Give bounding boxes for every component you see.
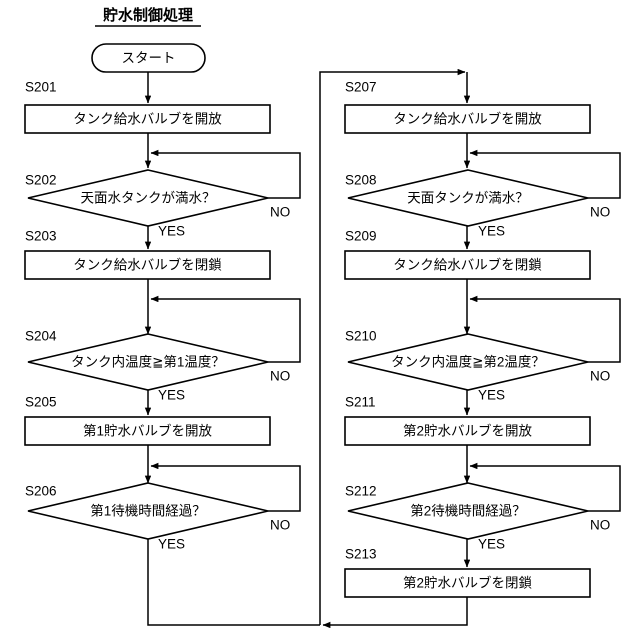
node-s202[interactable]: S202 天面水タンクが満水？ NO YES xyxy=(25,169,290,239)
s210-yes-label: YES xyxy=(478,388,505,403)
s210-no-label: NO xyxy=(590,369,610,384)
step-id-s207: S207 xyxy=(345,80,377,95)
node-s205[interactable]: S205 第1貯水バルブを開放 xyxy=(24,395,271,446)
connectors-return-bus xyxy=(319,68,471,625)
node-s211[interactable]: S211 第2貯水バルブを開放 xyxy=(344,395,591,446)
page-title-text: 貯水制御処理 xyxy=(103,6,193,24)
edge-bus-riser xyxy=(319,68,466,625)
edge-s206-no-loop xyxy=(150,462,301,512)
connectors-right xyxy=(322,133,621,629)
s213-box xyxy=(344,568,591,598)
s211-box xyxy=(344,416,591,446)
step-id-s209: S209 xyxy=(345,229,377,244)
s209-label: タンク給水バルブを閉鎖 xyxy=(393,257,542,273)
step-id-s206: S206 xyxy=(25,484,57,499)
s202-yes-label: YES xyxy=(158,224,185,239)
step-id-s213: S213 xyxy=(345,547,377,562)
step-id-s204: S204 xyxy=(25,329,57,344)
s213-label: 第2貯水バルブを閉鎖 xyxy=(403,575,533,591)
node-s212[interactable]: S212 第2待機時間経過？ NO YES xyxy=(345,482,610,552)
s212-label: 第2待機時間経過？ xyxy=(410,503,526,519)
s206-diamond xyxy=(27,482,269,540)
s212-yes-label: YES xyxy=(478,537,505,552)
s208-label: 天面タンクが満水？ xyxy=(407,191,529,206)
s202-no-label: NO xyxy=(270,205,290,220)
s205-label: 第1貯水バルブを開放 xyxy=(83,423,213,439)
s202-label: 天面水タンクが満水？ xyxy=(81,191,216,206)
s204-yes-label: YES xyxy=(158,388,185,403)
s210-label: タンク内温度≧第2温度？ xyxy=(391,354,545,370)
page-title: 貯水制御処理 xyxy=(95,6,201,27)
s208-diamond xyxy=(347,169,589,227)
start-node-label: スタート xyxy=(122,51,176,66)
node-s213[interactable]: S213 第2貯水バルブを閉鎖 xyxy=(344,547,591,598)
node-s201[interactable]: S201 タンク給水バルブを開放 xyxy=(24,80,271,134)
s206-yes-label: YES xyxy=(158,537,185,552)
s201-box xyxy=(24,104,271,134)
s207-label: タンク給水バルブを開放 xyxy=(393,111,542,127)
s204-label: タンク内温度≧第1温度？ xyxy=(71,354,225,370)
node-s203[interactable]: S203 タンク給水バルブを閉鎖 xyxy=(24,229,271,280)
edge-s202-no-loop xyxy=(150,149,301,199)
edge-s208-no-loop xyxy=(469,149,621,199)
s208-no-label: NO xyxy=(590,205,610,220)
node-s209[interactable]: S209 タンク給水バルブを閉鎖 xyxy=(344,229,591,280)
node-s207[interactable]: S207 タンク給水バルブを開放 xyxy=(344,80,591,134)
node-s206[interactable]: S206 第1待機時間経過？ NO YES xyxy=(25,482,290,552)
node-s204[interactable]: S204 タンク内温度≧第1温度？ NO YES xyxy=(25,329,290,403)
s206-no-label: NO xyxy=(270,518,290,533)
node-s210[interactable]: S210 タンク内温度≧第2温度？ NO YES xyxy=(345,329,610,403)
s212-no-label: NO xyxy=(590,518,610,533)
edge-s206-yes-to-return-bus xyxy=(147,539,320,626)
node-s208[interactable]: S208 天面タンクが満水？ NO YES xyxy=(345,169,610,239)
step-id-s211: S211 xyxy=(345,395,376,410)
edge-s212-no-loop xyxy=(469,462,621,512)
s209-box xyxy=(344,250,591,280)
s201-label: タンク給水バルブを開放 xyxy=(73,111,222,127)
s202-diamond xyxy=(27,169,269,227)
step-id-s208: S208 xyxy=(345,173,377,188)
s203-box xyxy=(24,250,271,280)
step-id-s203: S203 xyxy=(25,229,57,244)
s212-diamond xyxy=(347,482,589,540)
s203-label: タンク給水バルブを閉鎖 xyxy=(73,257,222,273)
s204-diamond xyxy=(27,333,269,391)
s206-label: 第1待機時間経過？ xyxy=(90,503,206,519)
step-id-s202: S202 xyxy=(25,173,57,188)
connectors-left xyxy=(144,72,320,626)
s210-diamond xyxy=(347,333,589,391)
s204-no-label: NO xyxy=(270,369,290,384)
start-node-shape xyxy=(91,43,206,73)
edge-s213-to-return-bus xyxy=(322,597,468,629)
edge-s204-no-loop xyxy=(150,295,301,363)
step-id-s210: S210 xyxy=(345,329,377,344)
edge-s210-no-loop xyxy=(469,295,621,363)
step-id-s212: S212 xyxy=(345,484,377,499)
step-id-s201: S201 xyxy=(25,80,57,95)
s211-label: 第2貯水バルブを開放 xyxy=(403,423,533,439)
s208-yes-label: YES xyxy=(478,224,505,239)
node-start[interactable]: スタート xyxy=(91,43,206,73)
step-id-s205: S205 xyxy=(25,395,57,410)
s207-box xyxy=(344,104,591,134)
s205-box xyxy=(24,416,271,446)
